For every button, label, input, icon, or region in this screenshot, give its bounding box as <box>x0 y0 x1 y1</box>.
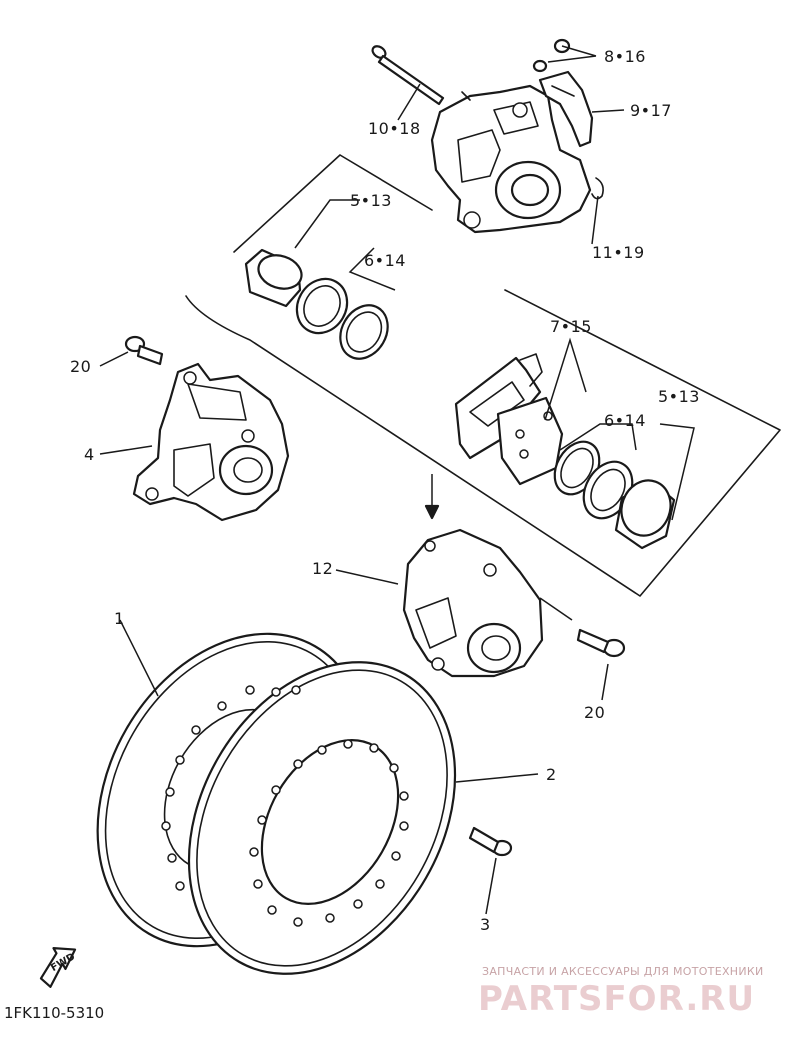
bleed-nut <box>532 38 571 73</box>
callout-5-13-right: 5•13 <box>658 387 700 406</box>
pad-shim-clip <box>519 353 543 387</box>
left-caliper <box>132 362 290 522</box>
assembly-arrow <box>424 474 440 520</box>
callout-20-left: 20 <box>70 357 91 376</box>
watermark-tagline: ЗАПЧАСТИ И АКСЕССУАРЫ ДЛЯ МОТОТЕХНИКИ <box>482 965 764 978</box>
callout-6-14-upper: 6•14 <box>364 251 406 270</box>
callout-1: 1 <box>114 609 125 628</box>
callout-2: 2 <box>546 765 557 784</box>
pad-spring-clip <box>538 70 594 148</box>
caliper-bolt-right <box>576 628 626 658</box>
caliper-body-upper <box>430 84 592 234</box>
callout-8-16: 8•16 <box>604 47 646 66</box>
right-caliper <box>402 528 544 678</box>
upper-piston-set <box>244 248 389 360</box>
callout-12: 12 <box>312 559 333 578</box>
piston-right <box>614 479 676 550</box>
fwd-arrow: FWD <box>39 947 77 988</box>
brake-pad-set <box>454 353 564 486</box>
upper-caliper-assembly <box>371 38 604 234</box>
callout-6-14-right: 6•14 <box>604 411 646 430</box>
brake-pad-inner <box>496 396 564 486</box>
callout-11-19: 11•19 <box>592 243 645 262</box>
callout-3: 3 <box>480 915 491 934</box>
upper-seal-group-outline <box>233 154 433 253</box>
diagram-code: 1FK110-5310 <box>4 1004 104 1022</box>
callout-7-15: 7•15 <box>550 317 592 336</box>
piston-upper <box>244 248 303 308</box>
callout-4: 4 <box>84 445 95 464</box>
callout-20-right: 20 <box>584 703 605 722</box>
caliper-bolt-left <box>124 335 164 366</box>
callout-10-18: 10•18 <box>368 119 421 138</box>
brake-disc-front <box>161 661 457 975</box>
caliper-kit-bracket <box>185 289 781 597</box>
callout-9-17: 9•17 <box>630 101 672 120</box>
lower-piston-set <box>553 440 676 550</box>
retaining-clip <box>591 177 604 200</box>
piston-seal-upper <box>295 277 349 335</box>
dust-seal-upper <box>339 304 389 360</box>
callout-5-13-upper: 5•13 <box>350 191 392 210</box>
watermark-logo: PARTSFOR.RU <box>478 979 755 1019</box>
disc-bolt <box>468 826 513 857</box>
caliper-pin-bolt <box>371 45 445 106</box>
